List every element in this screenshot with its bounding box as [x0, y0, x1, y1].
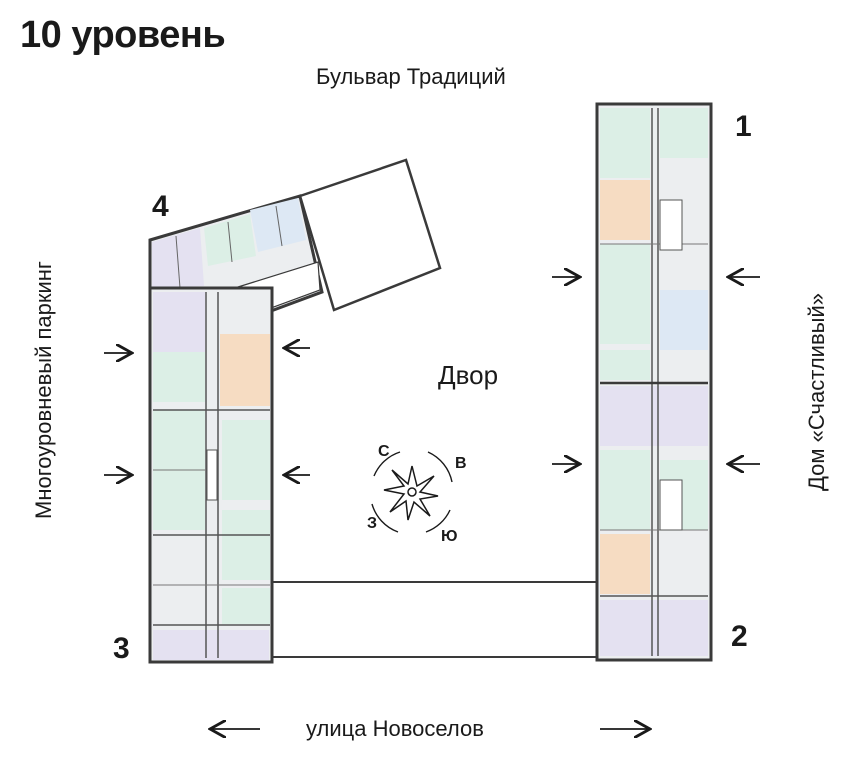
section-3-building — [148, 286, 274, 664]
compass-east-label: В — [455, 455, 467, 472]
section-number-4: 4 — [152, 190, 169, 223]
courtyard-label: Двор — [438, 360, 499, 390]
page-title: 10 уровень — [20, 14, 226, 56]
compass-rose-icon — [371, 451, 453, 533]
compass-west-label: З — [367, 515, 378, 532]
annex-block — [298, 158, 442, 312]
compass-north-label: С — [378, 443, 390, 460]
entrance-arrows — [104, 277, 760, 729]
section-1-2-building — [595, 102, 713, 662]
section-number-3: 3 — [113, 632, 130, 665]
street-top-label: Бульвар Традиций — [316, 64, 506, 89]
compass-south-label: Ю — [441, 528, 458, 545]
street-bottom-label: улица Новоселов — [306, 716, 484, 741]
section-number-1: 1 — [735, 110, 752, 143]
section-number-2: 2 — [731, 620, 748, 653]
